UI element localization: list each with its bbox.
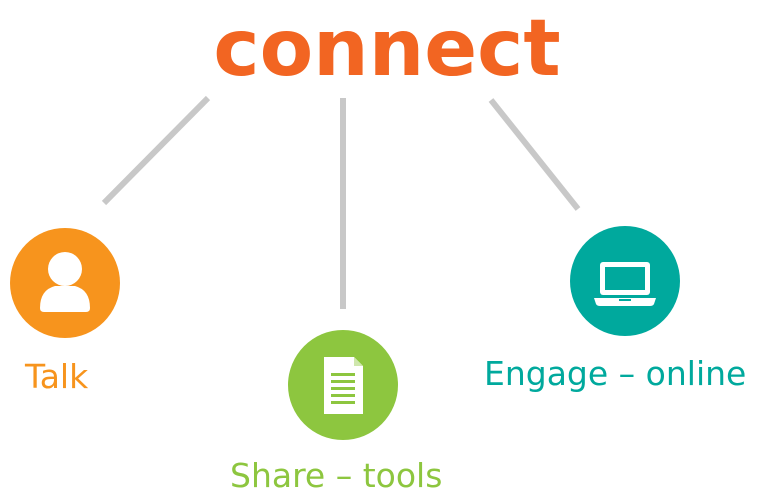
document-icon: [324, 357, 363, 414]
share-label: Share – tools: [230, 456, 443, 495]
talk-label: Talk: [25, 357, 89, 396]
talk-node: [10, 228, 120, 338]
person-icon: [40, 252, 90, 312]
engage-label: Engage – online: [484, 354, 747, 393]
engage-node: [570, 226, 680, 336]
connector-talk: [101, 95, 211, 206]
connector-engage: [488, 98, 581, 211]
laptop-icon: [594, 262, 656, 306]
share-node: [288, 330, 398, 440]
diagram-title: connect: [213, 4, 561, 94]
